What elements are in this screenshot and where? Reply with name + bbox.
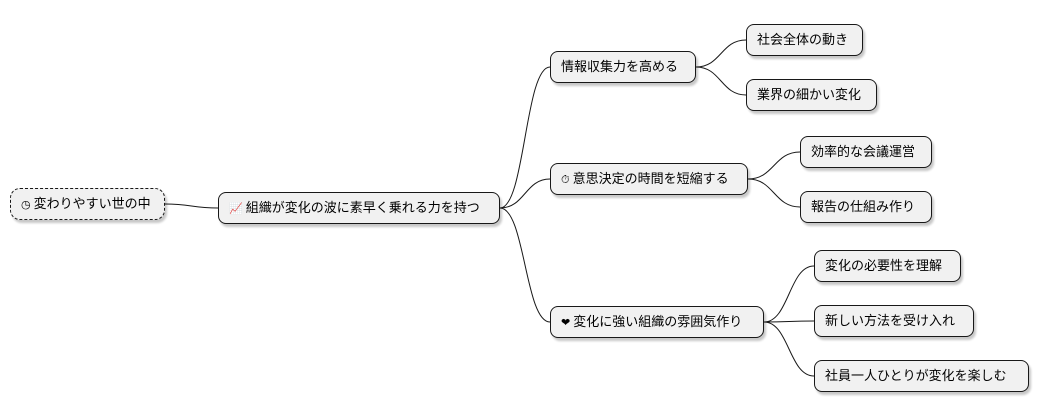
connector-branch-node-culture-to-leaf-node-enjoy-change — [763, 321, 815, 377]
chart-up-icon: 📈 — [229, 201, 243, 215]
leaf-node-reporting-system: 報告の仕組み作り — [800, 191, 932, 223]
root-node: ◷変わりやすい世の中 — [10, 188, 165, 220]
connector-branch-node-decision-time-to-leaf-node-reporting-system — [747, 178, 801, 208]
leaf-node-enjoy-change: 社員一人ひとりが変化を楽しむ — [814, 360, 1029, 392]
connector-branch-node-information-to-leaf-node-society-movement — [695, 39, 747, 68]
connector-root-node-to-main-node — [164, 203, 219, 209]
leaf-node-efficient-meetings: 効率的な会議運営 — [800, 136, 932, 168]
branch-node-culture: ❤変化に強い組織の雰囲気作り — [550, 306, 764, 338]
connector-main-node-to-branch-node-culture — [499, 207, 551, 323]
connector-branch-node-culture-to-leaf-node-accept-new-methods — [763, 320, 815, 323]
clock-icon: ◷ — [21, 197, 31, 211]
connector-main-node-to-branch-node-information — [499, 66, 551, 209]
connector-main-node-to-branch-node-decision-time — [499, 178, 551, 209]
heart-icon: ❤ — [561, 315, 571, 329]
leaf-node-understand-necessity: 変化の必要性を理解 — [814, 250, 961, 282]
leaf-node-accept-new-methods: 新しい方法を受け入れ — [814, 305, 974, 337]
connector-branch-node-culture-to-leaf-node-understand-necessity — [763, 265, 815, 323]
branch-node-decision-time: ⏱意思決定の時間を短縮する — [550, 163, 748, 195]
main-node: 📈組織が変化の波に素早く乗れる力を持つ — [218, 192, 500, 224]
connector-branch-node-information-to-leaf-node-industry-changes — [695, 66, 747, 96]
leaf-node-industry-changes: 業界の細かい変化 — [746, 79, 877, 111]
branch-node-information: 情報収集力を高める — [550, 51, 696, 83]
stopwatch-icon: ⏱ — [561, 172, 570, 186]
leaf-node-society-movement: 社会全体の動き — [746, 24, 863, 56]
connector-branch-node-decision-time-to-leaf-node-efficient-meetings — [747, 151, 801, 180]
